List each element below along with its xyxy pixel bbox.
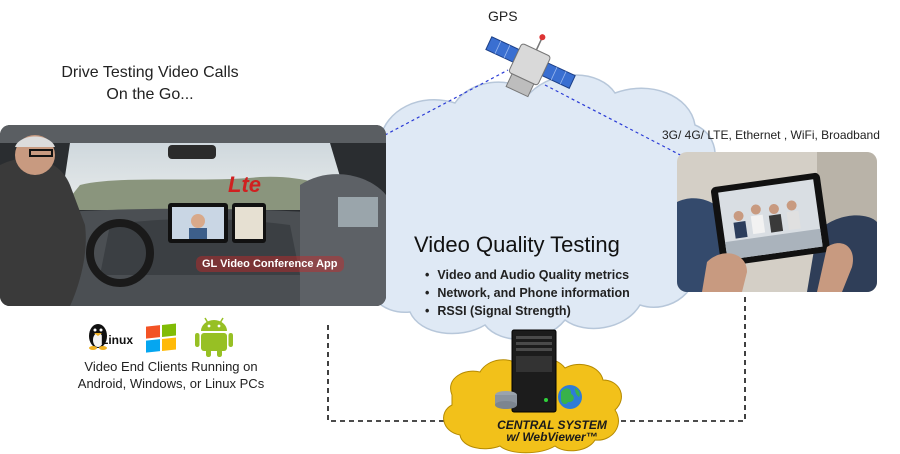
network-types-label: 3G/ 4G/ LTE, Ethernet , WiFi, Broadband <box>662 128 880 142</box>
android-robot-icon <box>195 317 233 357</box>
car-drive-test-photo <box>0 125 386 306</box>
server-icon <box>495 329 557 413</box>
heading-line-1: Drive Testing Video Calls <box>61 64 239 81</box>
app-label: GL Video Conference App <box>196 256 344 272</box>
central-line-2: w/ WebViewer™ <box>506 430 598 444</box>
lte-logo: Lte <box>228 172 261 197</box>
drive-testing-heading: Drive Testing Video Calls On the Go... <box>40 62 260 106</box>
tablet-video-call-photo <box>677 152 877 292</box>
linux-label: Linux <box>101 333 133 347</box>
central-line-1: CENTRAL SYSTEM <box>497 418 607 432</box>
car-to-central-link <box>327 325 462 422</box>
video-quality-title: Video Quality Testing <box>414 232 620 257</box>
metric-item: Network, and Phone information <box>425 284 629 302</box>
clients-description: Video End Clients Running on Android, Wi… <box>60 358 282 392</box>
metric-item: RSSI (Signal Strength) <box>425 302 630 320</box>
windows-logo-icon <box>146 323 176 353</box>
gps-label: GPS <box>488 8 518 24</box>
linux-tux-icon <box>89 324 107 350</box>
heading-line-2: On the Go... <box>106 86 194 103</box>
metrics-list: Video and Audio Quality metrics Network,… <box>425 266 630 320</box>
clients-line-2: Android, Windows, or Linux PCs <box>77 376 265 391</box>
car-to-satellite-link <box>384 69 509 136</box>
globe-icon <box>558 385 582 409</box>
satellite-icon <box>485 34 576 98</box>
central-system-label: CENTRAL SYSTEM w/ WebViewer™ <box>472 419 632 443</box>
clients-line-1: Video End Clients Running on <box>84 359 258 374</box>
metric-item: Video and Audio Quality metrics <box>425 266 630 284</box>
